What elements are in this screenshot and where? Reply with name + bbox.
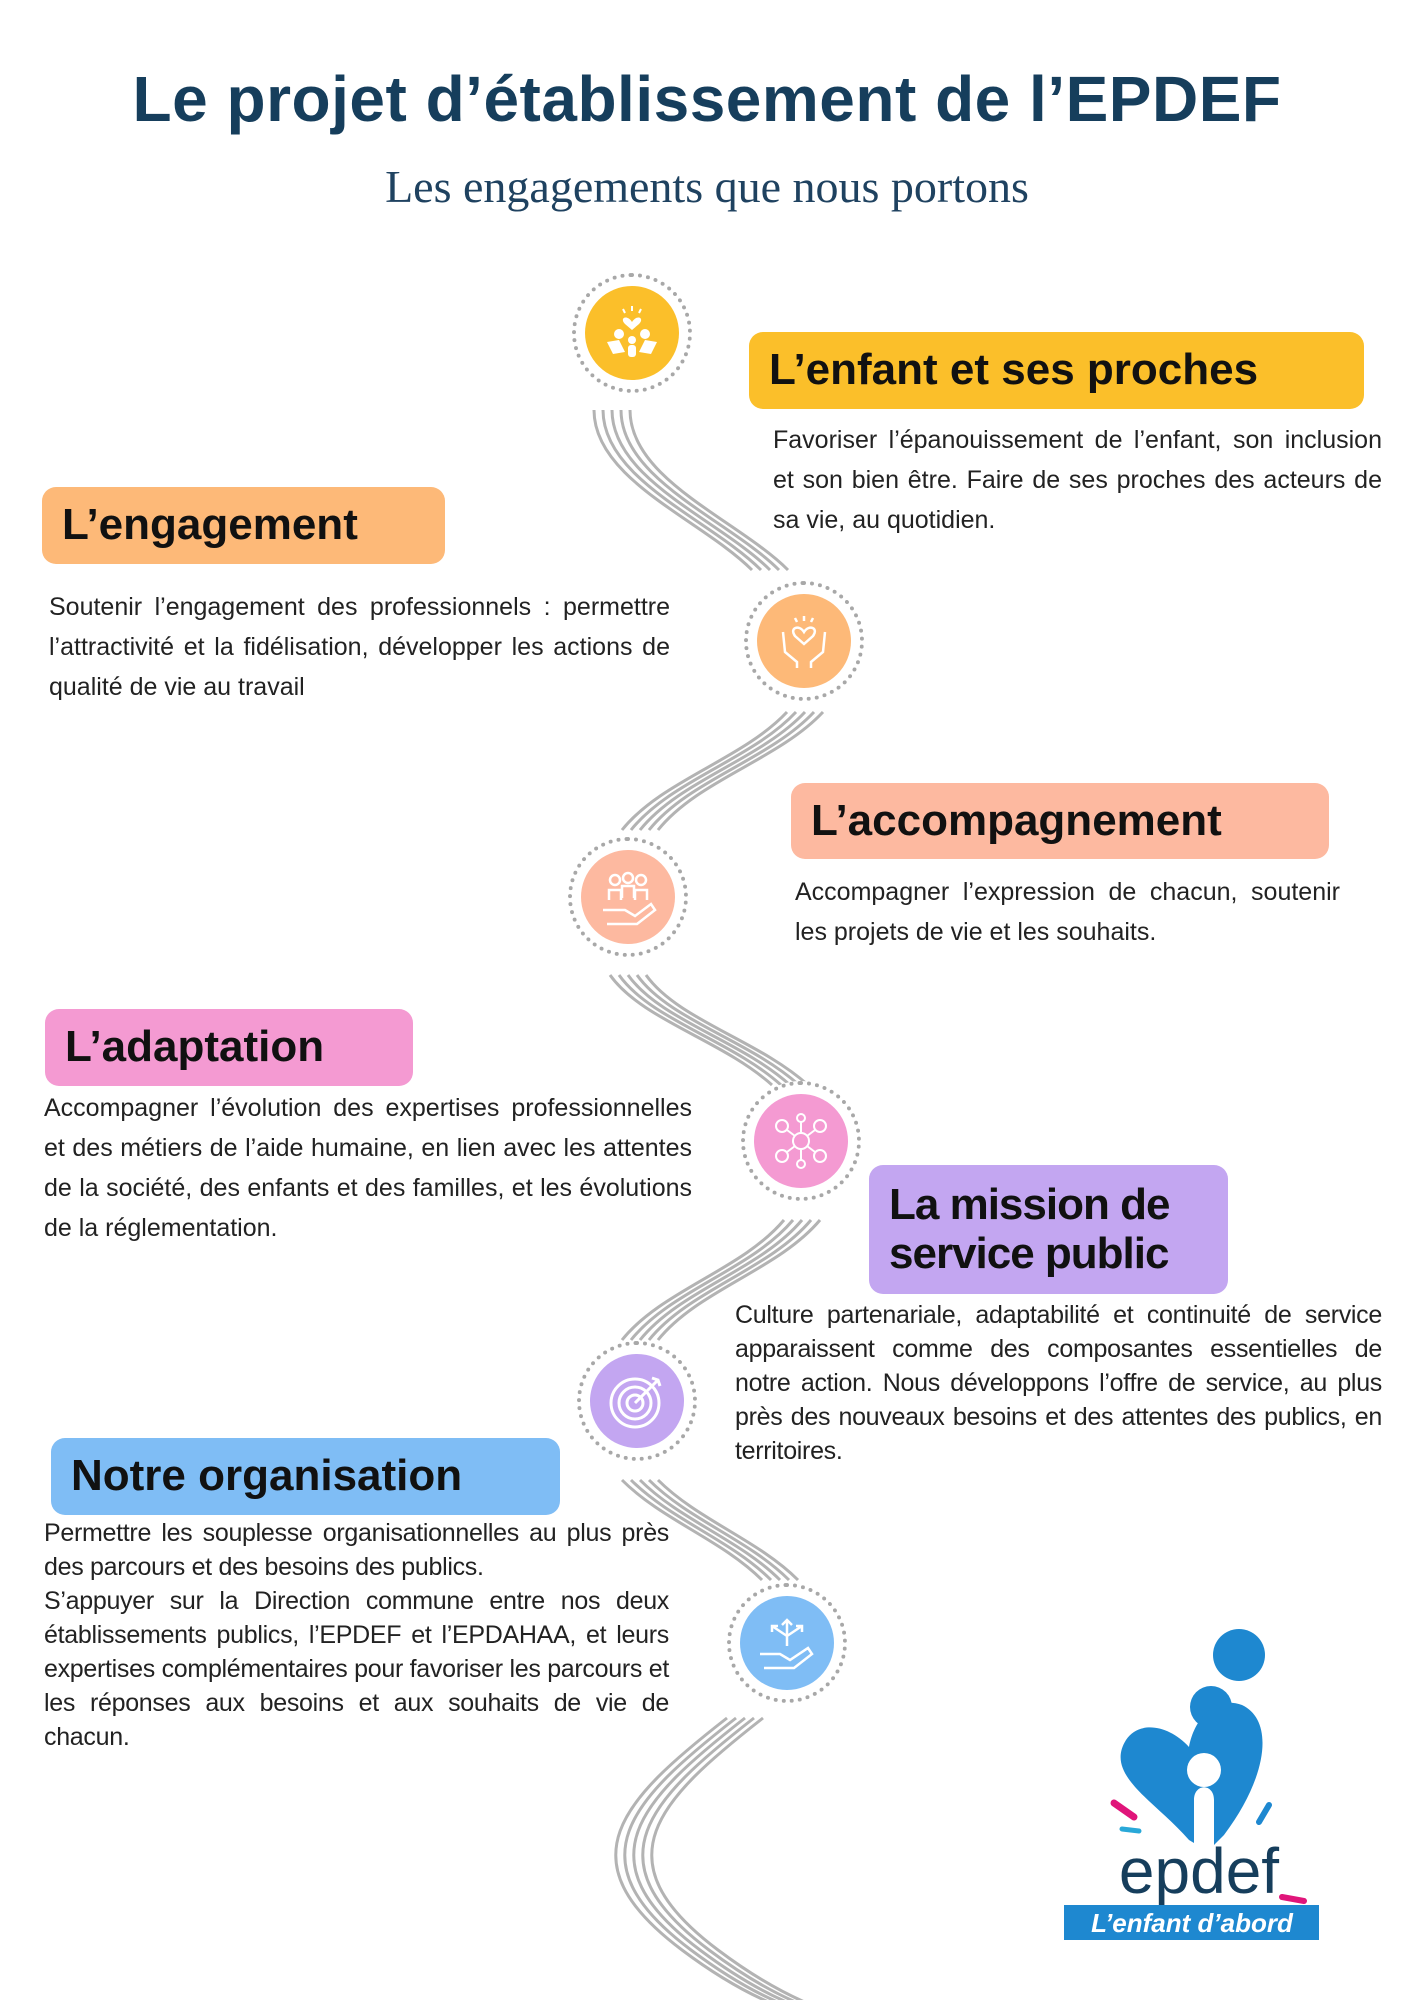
network-icon xyxy=(775,1113,827,1169)
connector-line xyxy=(638,1219,804,1341)
logo-wordmark: epdef xyxy=(1119,1835,1279,1907)
connector-line xyxy=(632,1716,786,2000)
connector-line xyxy=(647,1219,813,1341)
icon-ring-2 xyxy=(744,581,864,701)
connector-line xyxy=(635,974,801,1087)
connector-line xyxy=(641,1716,795,2000)
heading-adaptation: L’adaptation xyxy=(45,1009,413,1086)
connector-line xyxy=(656,1219,822,1341)
text-enfant-proches: Favoriser l’épanouissement de l’enfant, … xyxy=(773,426,1382,534)
connector-line xyxy=(610,409,772,572)
connector-line xyxy=(619,409,781,572)
icon-ring-4 xyxy=(741,1081,861,1201)
connector-line xyxy=(656,1478,800,1582)
page-subtitle: Les engagements que nous portons xyxy=(385,161,1029,212)
connector-line xyxy=(644,974,810,1087)
connector-line xyxy=(620,1478,764,1582)
connector-line xyxy=(647,710,816,831)
people-hand-icon xyxy=(603,871,657,926)
text-accompagnement: Accompagner l’expression de chacun, sout… xyxy=(795,878,1340,946)
text-organisation-p1: Permettre les souplesse organisationnell… xyxy=(44,1519,669,1581)
heading-enfant-proches: L’enfant et ses proches xyxy=(749,332,1364,409)
connector-line xyxy=(592,409,754,572)
heading-mission-service-public: La mission de service public xyxy=(869,1165,1228,1294)
connector-line xyxy=(629,1478,773,1582)
text-adaptation: Accompagner l’évolution des expertises p… xyxy=(44,1094,692,1242)
connector-line xyxy=(620,1219,786,1341)
text-engagement: Soutenir l’engagement des professionnels… xyxy=(49,593,670,701)
connector-line xyxy=(638,710,807,831)
connector-line xyxy=(608,974,774,1087)
heading-organisation: Notre organisation xyxy=(51,1438,560,1515)
connector-line xyxy=(647,1478,791,1582)
connector-line xyxy=(623,1716,777,2000)
text-organisation-p2: S’appuyer sur la Direction commune entre… xyxy=(44,1587,669,1751)
connector-line xyxy=(638,1478,782,1582)
page-title: Le projet d’établissement de l’EPDEF xyxy=(132,63,1282,135)
icon-ring-1 xyxy=(572,273,692,393)
connector-line xyxy=(628,409,790,572)
text-organisation: Permettre les souplesse organisationnell… xyxy=(44,1516,669,1754)
epdef-logo: epdef L’enfant d’abord xyxy=(1064,1629,1319,1940)
connector-line xyxy=(617,974,783,1087)
connector-line xyxy=(629,710,798,831)
logo-tagline: L’enfant d’abord xyxy=(1091,1908,1294,1938)
connector-line xyxy=(626,974,792,1087)
icon-ring-5 xyxy=(577,1341,697,1461)
hand-arrows-icon xyxy=(760,1618,814,1670)
hands-heart-icon xyxy=(781,616,827,668)
connector-line xyxy=(650,1716,804,2000)
target-icon xyxy=(609,1376,662,1429)
connector-line xyxy=(629,1219,795,1341)
icon-ring-3 xyxy=(568,837,688,957)
icon-ring-6 xyxy=(727,1583,847,1703)
connector-line xyxy=(614,1716,768,2000)
text-mission-service-public: Culture partenariale, adaptabilité et co… xyxy=(735,1301,1382,1465)
connector-line xyxy=(620,710,789,831)
connector-line xyxy=(601,409,763,572)
connector-line xyxy=(656,710,825,831)
heading-accompagnement: L’accompagnement xyxy=(791,783,1329,859)
family-heart-icon xyxy=(607,306,657,357)
heading-engagement: L’engagement xyxy=(42,487,445,564)
